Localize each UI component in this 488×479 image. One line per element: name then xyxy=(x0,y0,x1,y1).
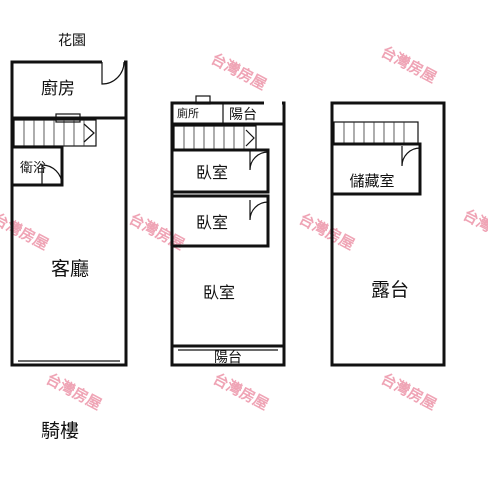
toilet-window xyxy=(195,95,211,105)
watermark-7: 台灣房屋 xyxy=(43,370,104,414)
bedroom-1-wall xyxy=(170,148,270,194)
label-bedroom-1: 臥室 xyxy=(196,163,228,182)
label-terrace: 露台 xyxy=(371,279,409,301)
bedroom-1-door-icon xyxy=(249,150,269,171)
staircase-2-icon xyxy=(173,125,257,151)
label-balcony-bottom: 陽台 xyxy=(214,350,242,366)
label-arcade: 騎樓 xyxy=(41,420,79,442)
watermark-1: 台灣房屋 xyxy=(208,50,269,94)
label-balcony-top: 陽台 xyxy=(229,107,257,123)
watermark-6: 台灣房屋 xyxy=(0,210,52,254)
bedroom-2-wall xyxy=(170,194,270,248)
floor-2: 廁所 陽台 臥室 臥室 臥室 陽台 xyxy=(170,95,286,367)
floor-3: 儲藏室 露台 xyxy=(330,101,446,367)
bath-door-icon xyxy=(41,164,63,186)
storage-door-icon xyxy=(401,146,421,167)
label-bath: 衛浴 xyxy=(20,161,46,176)
bedroom-2-door-icon xyxy=(249,200,269,221)
label-garden: 花園 xyxy=(58,33,86,49)
floor-1-outline xyxy=(10,60,128,367)
label-toilet: 廁所 xyxy=(177,106,199,120)
watermark-9: 台灣房屋 xyxy=(378,370,439,414)
watermark-8: 台灣房屋 xyxy=(210,370,271,414)
storage-wall xyxy=(330,142,422,196)
label-storage: 儲藏室 xyxy=(349,172,394,190)
bath-wall xyxy=(12,145,64,187)
watermark-2: 台灣房屋 xyxy=(378,43,439,87)
label-living-room: 客廳 xyxy=(51,258,89,280)
floor-3-outline xyxy=(330,101,446,367)
floor-1: 花園 廚房 衛浴 客廳 騎樓 xyxy=(10,33,128,442)
label-bedroom-3: 臥室 xyxy=(203,283,235,302)
staircase-3-icon xyxy=(333,121,419,145)
label-bedroom-2: 臥室 xyxy=(196,213,228,232)
watermark-4: 台灣房屋 xyxy=(296,210,357,254)
watermark-5: 台灣房屋 xyxy=(460,206,488,250)
kitchen-door-icon xyxy=(101,61,125,85)
label-kitchen: 廚房 xyxy=(41,78,75,99)
